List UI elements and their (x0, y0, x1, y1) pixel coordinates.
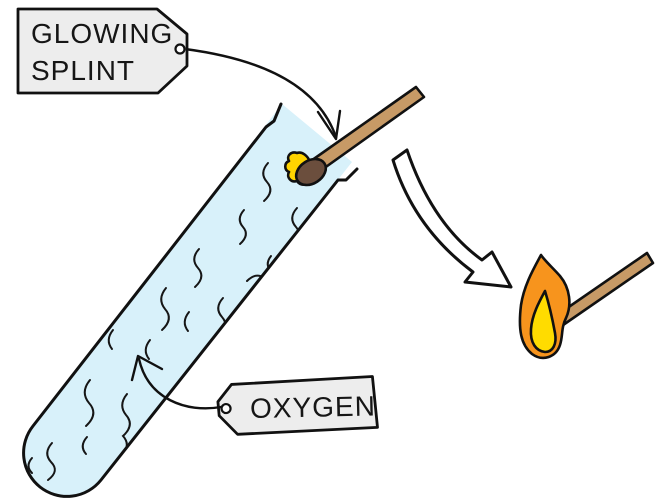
gas-squiggle (262, 162, 272, 202)
gas-squiggle (81, 436, 88, 455)
glowing-splint (283, 85, 426, 187)
flame-inner (529, 289, 557, 354)
gas-squiggle (160, 287, 170, 331)
oxygen-tag: OXYGEN (216, 375, 379, 436)
gas-squiggles (27, 162, 301, 481)
test-tube (22, 102, 359, 498)
oxygen-pointer (130, 354, 223, 410)
test-tube-outline (22, 102, 359, 498)
splint-ember (294, 157, 328, 187)
result-arrow (391, 148, 513, 289)
splint-stick (306, 85, 426, 176)
gas-squiggle (144, 339, 151, 360)
tag-shape (16, 7, 189, 95)
glowing-splint-label-line1: GLOWING (31, 18, 173, 49)
burning-splint (518, 251, 655, 360)
glowing-splint-label-line2: SPLINT (31, 55, 135, 86)
gas-squiggle (107, 329, 114, 350)
gas-squiggle (27, 457, 33, 474)
oxygen-label: OXYGEN (250, 390, 376, 424)
pointer-curve (137, 357, 223, 410)
glowing-splint-tag: GLOWING SPLINT (16, 7, 189, 95)
gas-squiggle (238, 209, 247, 245)
pointer-curve (183, 47, 338, 139)
gas-squiggle (183, 311, 190, 332)
test-tube-gas-fill (23, 104, 353, 497)
tag-hole (174, 43, 186, 55)
pointer-arrowhead (316, 109, 342, 141)
tag-shape (216, 375, 379, 436)
gas-squiggle (83, 379, 95, 427)
gas-squiggle (46, 442, 56, 481)
glowing-splint-pointer (183, 47, 342, 141)
gas-squiggle (193, 248, 203, 288)
tag-hole (220, 402, 232, 415)
pointer-arrowhead (130, 354, 164, 382)
